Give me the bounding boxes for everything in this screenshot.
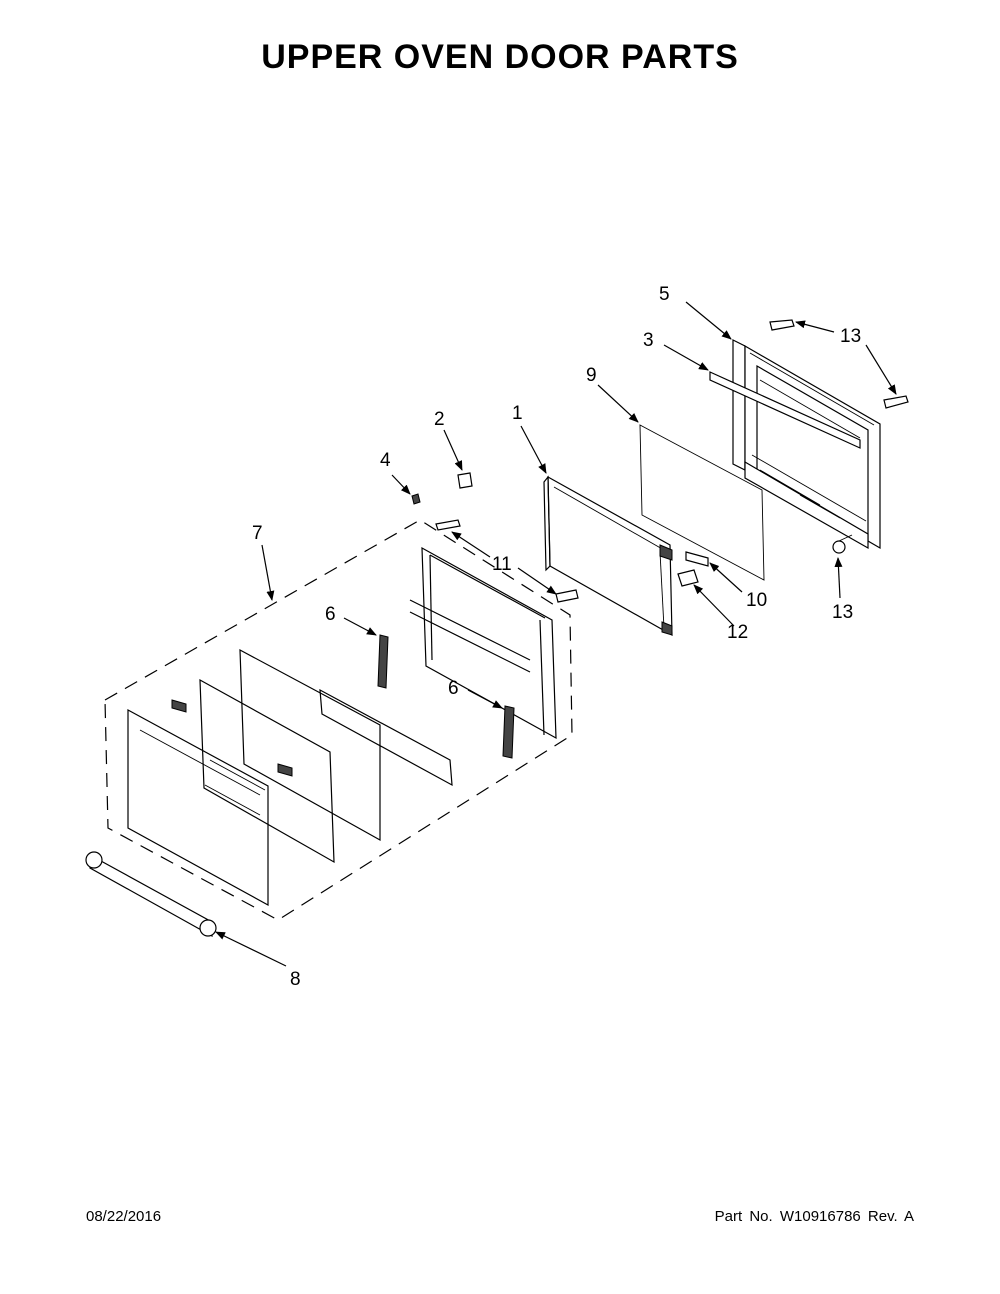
callout-13a: 13	[840, 326, 861, 347]
part-hinge-bracket	[377, 634, 515, 759]
part-hinge-clip	[677, 551, 709, 587]
callout-7: 7	[252, 523, 263, 544]
callout-9: 9	[586, 365, 597, 386]
callout-1: 1	[512, 403, 523, 424]
part-clips	[411, 472, 473, 505]
callout-6a: 6	[325, 604, 336, 625]
part-outer-door-assembly	[104, 519, 573, 921]
part-inner-glass-assembly	[543, 475, 673, 637]
callout-6b: 6	[448, 678, 459, 699]
page-title: UPPER OVEN DOOR PARTS	[261, 38, 739, 76]
callout-2: 2	[434, 409, 445, 430]
footer-part-number: Part No. W10916786 Rev. A	[714, 1208, 914, 1225]
callout-10: 10	[746, 590, 767, 611]
callout-13b: 13	[832, 602, 853, 623]
part-rear-door-frame	[732, 339, 881, 550]
part-door-handle	[85, 851, 217, 938]
part-bracket-bar	[709, 371, 861, 449]
callout-11: 11	[492, 554, 512, 575]
part-door-inner-frame	[409, 519, 579, 740]
screw-icon	[769, 319, 909, 554]
leader-lines	[215, 301, 897, 967]
callout-12: 12	[727, 622, 748, 643]
callout-3: 3	[643, 330, 654, 351]
part-glass-panel	[639, 424, 765, 581]
callout-4: 4	[380, 450, 391, 471]
callout-labels: 1 2 3 4 5 6 6 7 8 9 10 11 12 13 13	[252, 284, 861, 990]
callout-5: 5	[659, 284, 670, 305]
callout-8: 8	[290, 969, 301, 990]
footer-date: 08/22/2016	[86, 1208, 162, 1225]
